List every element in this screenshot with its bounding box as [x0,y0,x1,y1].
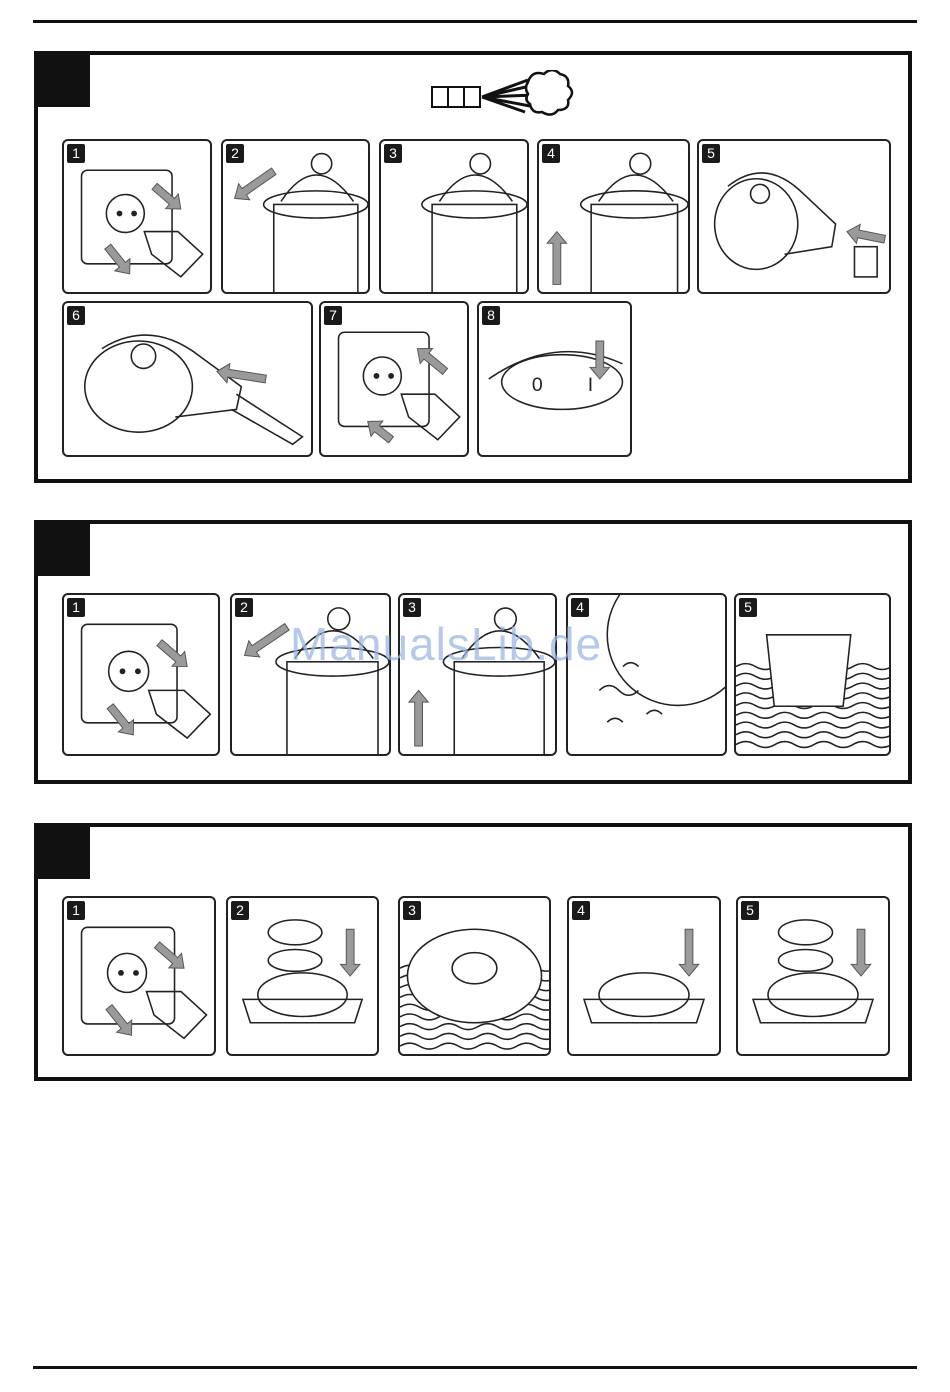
wash-filter-panel: 3 [398,896,551,1056]
step-number-badge: 1 [67,901,85,920]
step-illustration [699,141,889,292]
step-number-badge: 5 [702,144,720,163]
step-illustration [321,303,467,455]
step-illustration [736,595,889,754]
top-rule [33,20,917,23]
step-illustration [64,303,311,455]
svg-text:0: 0 [532,374,543,396]
step-number-badge: 5 [741,901,759,920]
step-illustration [223,141,368,292]
blower-nozzle-panel: 6 [62,301,313,457]
step-number-badge: 7 [324,306,342,325]
power-switch-panel: 0 I 8 [477,301,632,457]
section-corner-marker [38,827,90,879]
step-number-badge: 4 [542,144,560,163]
step-illustration [738,898,888,1054]
step-illustration [64,595,218,754]
step-number-badge: 8 [482,306,500,325]
step-number-badge: 6 [67,306,85,325]
section-corner-marker [38,524,90,576]
attach-nozzle-panel: 5 [697,139,891,294]
step-number-badge: 4 [572,901,590,920]
step-number-badge: 1 [67,144,85,163]
step-illustration [569,898,719,1054]
step-illustration [64,898,214,1054]
filter-insert-panel: 4 [567,896,721,1056]
svg-text:I: I [588,374,593,396]
filter-assembly-panel: 5 [736,896,890,1056]
unplug-panel: 1 [62,139,212,294]
step-number-badge: 3 [384,144,402,163]
step-number-badge: 3 [403,598,421,617]
remove-hose-panel: 2 [221,139,370,294]
section-corner-marker [38,55,90,107]
motor-head-panel: 3 [379,139,529,294]
step-illustration [381,141,527,292]
unplug-panel: 1 [62,593,220,756]
step-illustration [539,141,688,292]
step-illustration [64,141,210,292]
step-illustration [400,898,549,1054]
bottom-rule [33,1366,917,1369]
plug-in-panel: 7 [319,301,469,457]
filter-assembly-panel: 2 [226,896,379,1056]
step-number-badge: 1 [67,598,85,617]
step-number-badge: 2 [235,598,253,617]
step-number-badge: 5 [739,598,757,617]
step-number-badge: 3 [403,901,421,920]
watermark-text: ManualsLib.de [290,617,602,671]
step-number-badge: 2 [226,144,244,163]
step-illustration: 0 I [479,303,630,455]
wash-bag-panel: 5 [734,593,891,756]
lift-head-panel: 4 [537,139,690,294]
step-number-badge: 4 [571,598,589,617]
step-number-badge: 2 [231,901,249,920]
unplug-panel: 1 [62,896,216,1056]
step-illustration [228,898,377,1054]
